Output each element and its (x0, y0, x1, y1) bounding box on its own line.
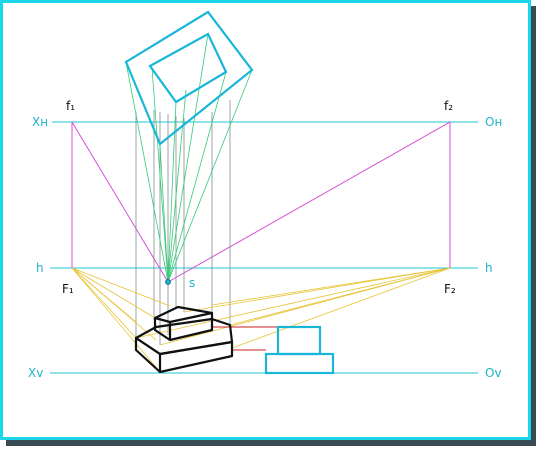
red-connectors (213, 326, 278, 351)
label-s: s (189, 276, 195, 290)
label-h-right: h (485, 261, 493, 275)
label-f1: f₁ (66, 99, 75, 113)
label-F1: F₁ (62, 282, 74, 296)
front-elevation-object (264, 325, 335, 375)
label-ov: Ov (485, 366, 502, 380)
label-oh: Oн (485, 115, 502, 129)
label-h-left: h (36, 261, 44, 275)
label-xv: Xv (28, 366, 43, 380)
perspective-object (134, 305, 234, 374)
magenta-construction (71, 121, 451, 283)
label-F2: F₂ (444, 282, 456, 296)
label-xh: Xн (32, 115, 48, 129)
label-f2: f₂ (444, 99, 453, 113)
plan-view-object (124, 10, 254, 146)
yellow-vanishing-lines (71, 267, 451, 373)
station-point (165, 279, 171, 285)
